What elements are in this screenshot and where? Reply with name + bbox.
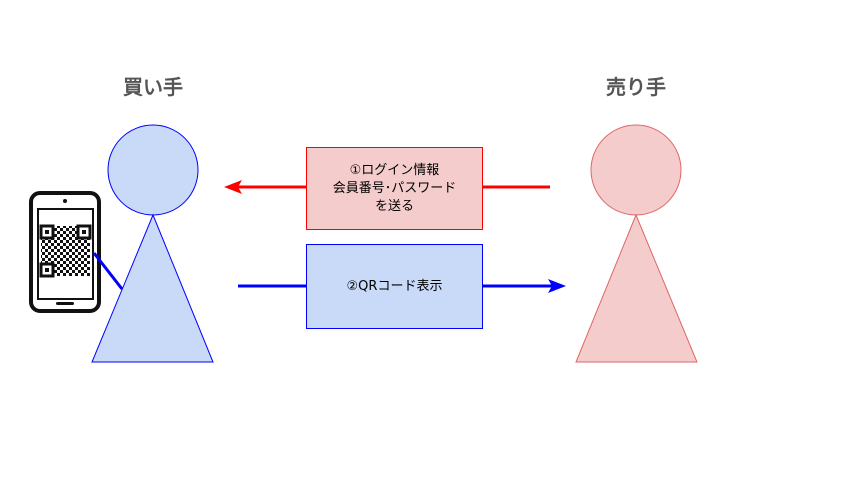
buyer-figure xyxy=(91,124,214,363)
blue-arrow-to-seller xyxy=(238,279,566,293)
smartphone-qr-icon xyxy=(29,191,101,313)
step2-label: ②QRコード表示 xyxy=(346,278,443,294)
phone-connector-line xyxy=(92,252,124,290)
seller-figure xyxy=(575,124,698,363)
buyer-title: 買い手 xyxy=(123,75,183,99)
seller-body xyxy=(575,213,698,363)
step2-qr-display-box: ②QRコード表示 xyxy=(306,244,483,329)
seller-head xyxy=(590,124,682,216)
buyer-head xyxy=(107,124,199,216)
red-arrow-to-buyer xyxy=(224,180,550,194)
buyer-body xyxy=(91,213,214,363)
step1-line2: 会員番号･パスワード xyxy=(332,180,457,196)
step1-line3: を送る xyxy=(374,198,414,214)
step1-line1: ①ログイン情報 xyxy=(349,162,440,178)
step1-login-info-box: ①ログイン情報 会員番号･パスワード を送る xyxy=(306,147,483,230)
seller-title: 売り手 xyxy=(606,75,666,99)
